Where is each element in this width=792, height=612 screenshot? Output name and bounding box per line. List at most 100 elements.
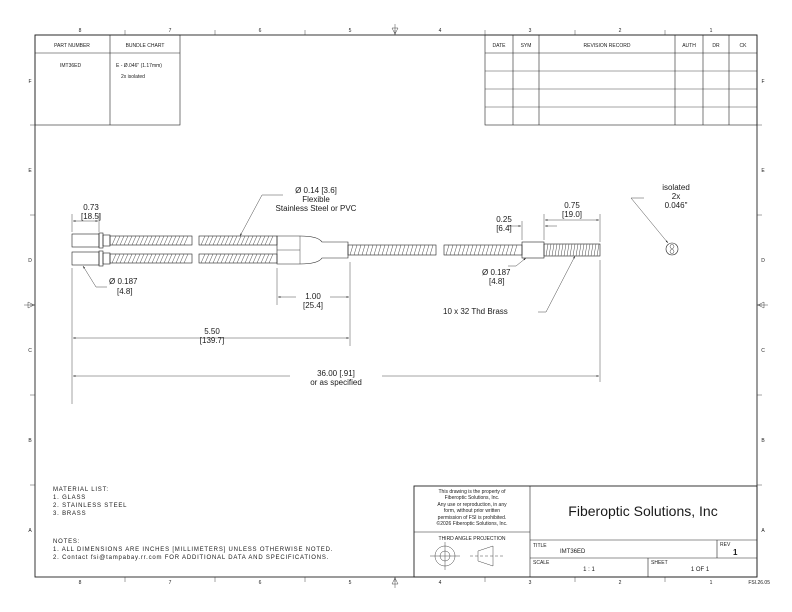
title-label: TITLE (533, 543, 547, 549)
sheath-spiral (349, 244, 518, 256)
column-label: 6 (259, 28, 262, 34)
column-label: 5 (349, 580, 352, 586)
sheath-spiral (111, 235, 274, 264)
overall-length-dim: 36.00 [.91] (317, 369, 355, 378)
property-line: This drawing is the property of (439, 489, 507, 495)
row-label: F (28, 79, 31, 85)
column-label: 1 (710, 580, 713, 586)
row-label: B (761, 438, 765, 444)
dimensions: 0.73 [18.5] Ø 0.187 [4.8] Ø 0.14 [3.6] F… (71, 183, 690, 404)
rev-header-sym: SYM (521, 43, 532, 49)
common-sheath (347, 244, 437, 256)
rev-header-auth: AUTH (682, 43, 696, 49)
material-item: 1. GLASS (53, 495, 86, 501)
scale-value: 1 : 1 (583, 567, 595, 573)
row-label: E (761, 168, 765, 174)
thread-length-dim: 0.75 (564, 201, 580, 210)
sheet-label: SHEET (651, 560, 668, 566)
part-number-header: PART NUMBER (54, 43, 90, 49)
end-ferrule (521, 241, 545, 259)
end-dia-mm: [4.8] (489, 277, 505, 286)
material-item: 3. BRASS (53, 511, 86, 517)
branch-sheath-upper (198, 235, 278, 246)
rev-label: REV (720, 542, 731, 548)
split-length-mm: [25.4] (303, 301, 323, 310)
tip-collar (98, 232, 104, 249)
scale-label: SCALE (533, 560, 550, 566)
tip-ferrule (102, 252, 111, 265)
fiber-dot (669, 244, 675, 249)
material-list: MATERIAL LIST: 1. GLASS 2. STAINLESS STE… (53, 487, 127, 517)
sheath-dia-dim: Ø 0.14 [3.6] (295, 186, 337, 195)
rev-header-ck: CK (740, 43, 748, 49)
column-label: 3 (529, 580, 532, 586)
property-line: Fiberoptic Solutions, Inc. (445, 495, 500, 501)
callout-size: 0.046" (665, 201, 688, 210)
fiber-dot (669, 249, 675, 254)
rev-header-dr: DR (712, 43, 720, 49)
ferrule-length-mm: [6.4] (496, 224, 512, 233)
glass-tip (71, 251, 100, 266)
rev-value: 1 (733, 548, 738, 557)
ferrule-length-dim: 0.25 (496, 215, 512, 224)
rev-header-record: REVISION RECORD (584, 43, 631, 49)
sheet-code: FSI.26.05 (748, 580, 770, 586)
thread-lines (545, 243, 600, 257)
column-label: 3 (529, 28, 532, 34)
bundle-line-1: E - Ø.046" (1.17mm) (116, 63, 162, 69)
tip-ferrule (102, 234, 111, 247)
note-item: 1. ALL DIMENSIONS ARE INCHES [MILLIMETER… (53, 547, 333, 553)
material-list-header: MATERIAL LIST: (53, 487, 109, 493)
column-label: 1 (710, 28, 713, 34)
note-item: 2. Contact fsi@tampabay.rr.com FOR ADDIT… (53, 555, 329, 561)
tip-length-mm: [18.5] (81, 212, 101, 221)
end-view-circle (665, 242, 679, 256)
third-angle-projection-icon (430, 542, 505, 570)
tip-dia-dim: Ø 0.187 (109, 277, 138, 286)
column-label: 4 (439, 580, 442, 586)
thread-length-mm: [19.0] (562, 210, 582, 219)
sheath-material: Stainless Steel or PVC (276, 204, 357, 213)
bundle-line-2: 2x isolated (121, 74, 145, 80)
branch-sheath-lower (109, 253, 193, 264)
branch-length-dim: 5.50 (204, 327, 220, 336)
sheath-flexible: Flexible (302, 195, 330, 204)
property-line: form, without prior written (444, 508, 500, 514)
column-label: 7 (169, 28, 172, 34)
column-label: 4 (439, 28, 442, 34)
notes-header: NOTES: (53, 539, 80, 545)
glass-tip (71, 233, 100, 248)
cable-assembly (71, 232, 679, 267)
rev-header-date: DATE (493, 43, 507, 49)
column-label: 2 (619, 580, 622, 586)
company-name: Fiberoptic Solutions, Inc (568, 503, 717, 519)
callout-count: 2x (672, 192, 680, 201)
row-label: A (28, 528, 32, 534)
column-label: 8 (79, 580, 82, 586)
property-line: Any use or reproduction, in any (437, 502, 507, 508)
column-label: 8 (79, 28, 82, 34)
part-number-value: IMT36ED (60, 63, 82, 69)
sheet-value: 1 OF 1 (691, 567, 710, 573)
row-label: D (761, 258, 765, 264)
row-label: C (28, 348, 32, 354)
bundle-chart-header: BUNDLE CHART (126, 43, 165, 49)
branch-length-mm: [139.7] (200, 336, 224, 345)
tip-collar (98, 250, 104, 267)
split-length-dim: 1.00 (305, 292, 321, 301)
material-item: 2. STAINLESS STEEL (53, 503, 127, 509)
projection-label: THIRD ANGLE PROJECTION (439, 536, 506, 542)
tip-dia-mm: [4.8] (117, 287, 133, 296)
column-label: 6 (259, 580, 262, 586)
column-label: 2 (619, 28, 622, 34)
branch-sheath-lower (198, 253, 278, 264)
title-block: This drawing is the property of Fiberopt… (413, 485, 758, 578)
revision-table: DATE SYM REVISION RECORD AUTH DR CK (484, 34, 758, 126)
row-label: F (761, 79, 764, 85)
row-label: D (28, 258, 32, 264)
column-label: 7 (169, 580, 172, 586)
end-dia-dim: Ø 0.187 (482, 268, 511, 277)
sheet-border: 8 7 6 5 4 3 2 1 8 7 6 5 4 3 2 1 F E D C … (24, 24, 770, 588)
